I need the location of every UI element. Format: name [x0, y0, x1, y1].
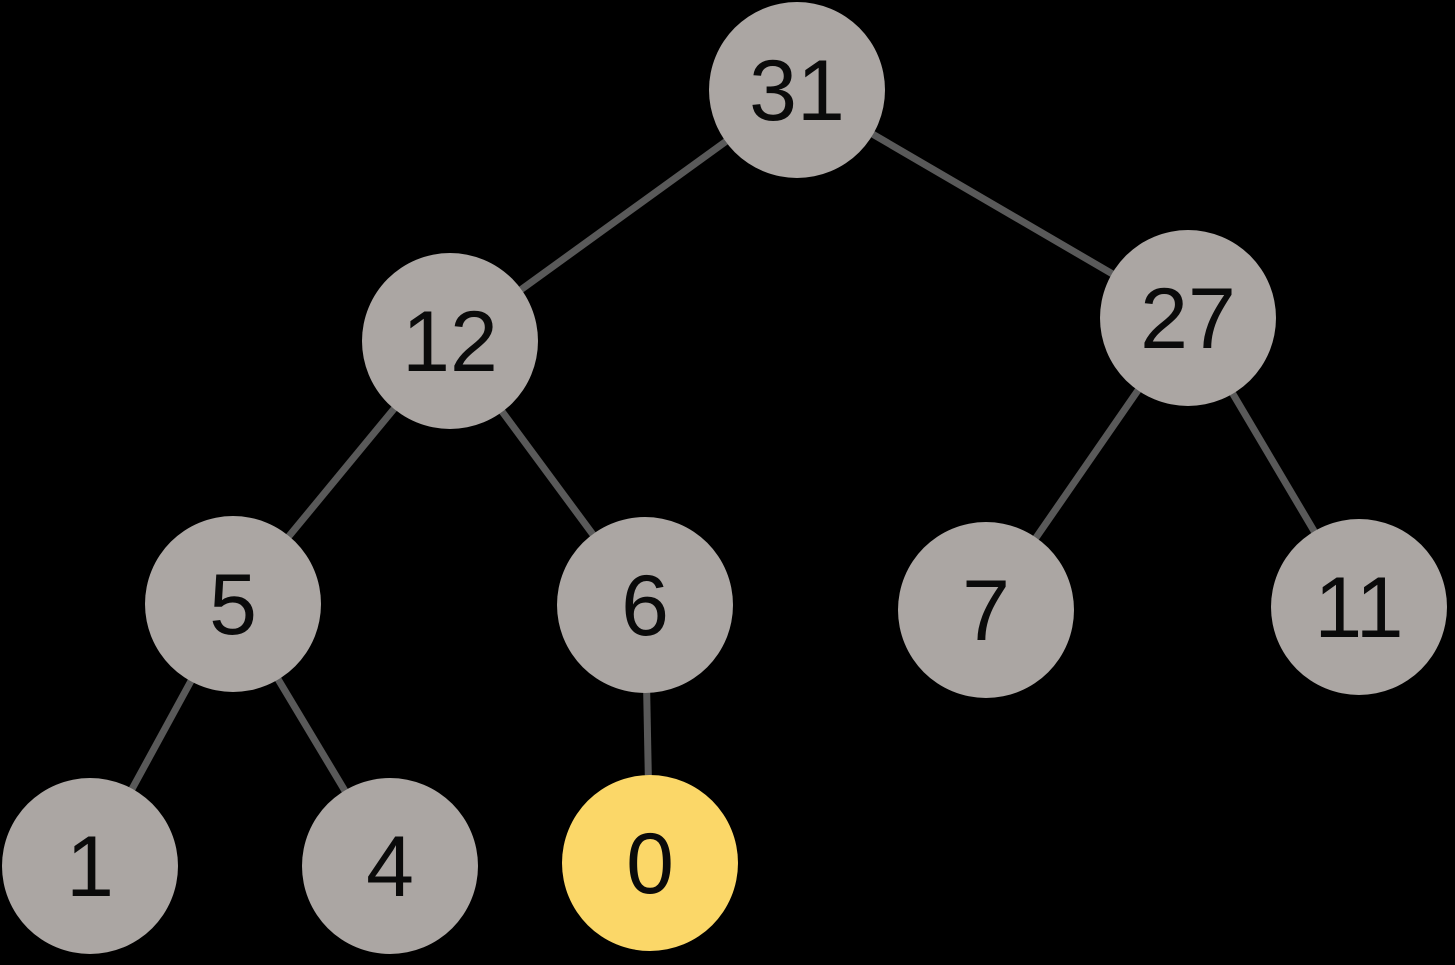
node-label: 7	[962, 563, 1010, 659]
tree-node-6: 6	[557, 517, 733, 693]
node-label: 1	[66, 819, 114, 915]
tree-node-5: 5	[145, 516, 321, 692]
node-circle	[302, 778, 478, 954]
node-label: 0	[626, 816, 674, 912]
tree-node-0: 0	[562, 775, 738, 951]
node-circle	[362, 253, 538, 429]
tree-node-11: 11	[1271, 519, 1447, 695]
node-circle	[2, 778, 178, 954]
tree-node-4: 4	[302, 778, 478, 954]
node-circle	[557, 517, 733, 693]
node-circle	[709, 2, 885, 178]
node-label: 11	[1314, 560, 1403, 656]
node-circle	[145, 516, 321, 692]
node-circle	[898, 522, 1074, 698]
node-label: 4	[366, 819, 414, 915]
node-label: 5	[209, 557, 257, 653]
node-label: 27	[1140, 271, 1236, 367]
node-label: 31	[749, 43, 845, 139]
node-label: 12	[402, 294, 498, 390]
tree-node-27: 27	[1100, 230, 1276, 406]
node-circle	[1100, 230, 1276, 406]
tree-node-31: 31	[709, 2, 885, 178]
node-circle	[1271, 519, 1447, 695]
tree-node-1: 1	[2, 778, 178, 954]
tree-node-7: 7	[898, 522, 1074, 698]
tree-node-12: 12	[362, 253, 538, 429]
node-label: 6	[621, 558, 669, 654]
node-circle-highlighted	[562, 775, 738, 951]
